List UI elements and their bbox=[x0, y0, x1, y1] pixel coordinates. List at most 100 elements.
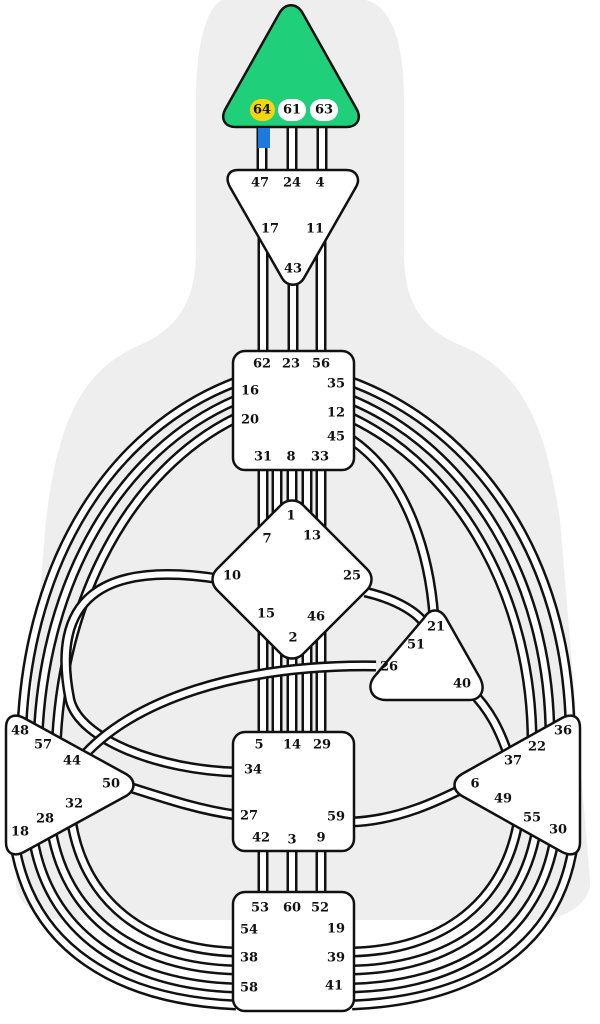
throat-center[interactable] bbox=[231, 349, 356, 472]
gate-22-label: 22 bbox=[528, 740, 546, 755]
gate-30-label: 30 bbox=[549, 823, 567, 838]
gate-60-label: 60 bbox=[283, 901, 301, 916]
channel-19-49-b[interactable] bbox=[351, 809, 523, 955]
root-gates: 53 60 52 54 19 38 39 58 41 bbox=[240, 901, 345, 996]
gate-37-label: 37 bbox=[504, 754, 522, 769]
gate-61-label: 61 bbox=[283, 103, 301, 118]
gate-49-label: 49 bbox=[494, 792, 512, 807]
gate-20-label: 20 bbox=[241, 413, 259, 428]
gate-35-label: 35 bbox=[327, 377, 345, 392]
channel-20-57-inner[interactable] bbox=[53, 415, 238, 753]
gate-33-label: 33 bbox=[311, 450, 329, 465]
channel-45-21[interactable] bbox=[350, 415, 536, 753]
gate-36-label: 36 bbox=[554, 724, 572, 739]
gate-44-label: 44 bbox=[63, 754, 81, 769]
channel-20-57-outer[interactable] bbox=[35, 397, 238, 739]
gate-45-label: 45 bbox=[327, 430, 345, 445]
solar-plexus-gates: 36 22 37 6 49 55 30 bbox=[470, 724, 572, 838]
gate-58-label: 58 bbox=[240, 981, 258, 996]
activation-bar-64 bbox=[258, 128, 270, 148]
gate-27-label: 27 bbox=[240, 809, 258, 824]
gate-39-label: 39 bbox=[327, 951, 345, 966]
head-center[interactable] bbox=[222, 4, 360, 129]
channel-12-22[interactable] bbox=[350, 397, 553, 739]
gate-59-label: 59 bbox=[327, 810, 345, 825]
gate-40-label: 40 bbox=[453, 677, 471, 692]
gate-31-label: 31 bbox=[254, 450, 272, 465]
gate-12-label: 12 bbox=[327, 406, 345, 421]
gate-11-label: 11 bbox=[306, 222, 324, 237]
heart-center[interactable] bbox=[369, 609, 484, 702]
gate-53-label: 53 bbox=[251, 901, 269, 916]
gate-50-label: 50 bbox=[102, 777, 120, 792]
gate-13-label: 13 bbox=[303, 529, 321, 544]
spleen-center[interactable] bbox=[4, 714, 135, 856]
channel-16-48[interactable] bbox=[19, 379, 238, 726]
gate-57-label: 57 bbox=[34, 738, 52, 753]
gate-pill-63[interactable] bbox=[310, 99, 338, 121]
gate-64-label: 64 bbox=[253, 103, 271, 118]
gate-32-label: 32 bbox=[65, 797, 83, 812]
channel-39-55[interactable] bbox=[351, 829, 559, 991]
ajna-center[interactable] bbox=[226, 168, 360, 286]
channel-38-28[interactable] bbox=[29, 829, 237, 991]
g-center[interactable] bbox=[211, 499, 373, 660]
gate-52-label: 52 bbox=[311, 901, 329, 916]
gate-29-label: 29 bbox=[313, 738, 331, 753]
sacral-gates: 5 14 29 34 27 59 42 3 9 bbox=[240, 738, 345, 848]
gate-6-label: 6 bbox=[470, 777, 479, 792]
channel-35-36[interactable] bbox=[350, 379, 573, 726]
gate-9-label: 9 bbox=[316, 831, 325, 846]
gate-3-label: 3 bbox=[287, 833, 296, 848]
gate-63-label: 63 bbox=[315, 103, 333, 118]
centers-layer bbox=[4, 4, 582, 1013]
throat-gates: 62 23 56 16 35 20 12 45 31 8 33 bbox=[241, 357, 345, 465]
gate-54-label: 54 bbox=[240, 923, 258, 938]
channel-50-27[interactable] bbox=[125, 783, 237, 818]
gate-7-label: 7 bbox=[262, 532, 271, 547]
gate-19-label: 19 bbox=[327, 922, 345, 937]
solar-plexus-center[interactable] bbox=[453, 714, 582, 856]
gate-47-label: 47 bbox=[251, 176, 269, 191]
channel-45-21-heart[interactable] bbox=[350, 437, 437, 619]
gate-8-label: 8 bbox=[286, 450, 295, 465]
channel-41-30[interactable] bbox=[351, 839, 577, 1008]
gate-10-label: 10 bbox=[223, 569, 241, 584]
gate-38-label: 38 bbox=[240, 951, 258, 966]
gate-15-label: 15 bbox=[257, 607, 275, 622]
gate-pill-64[interactable] bbox=[250, 99, 275, 121]
channel-26-44[interactable] bbox=[77, 662, 377, 762]
channel-54-32[interactable] bbox=[47, 819, 237, 973]
gate-42-label: 42 bbox=[252, 831, 270, 846]
gate-24-label: 24 bbox=[283, 176, 301, 191]
gate-46-label: 46 bbox=[307, 610, 325, 625]
gate-55-label: 55 bbox=[523, 811, 541, 826]
gate-5-label: 5 bbox=[254, 738, 263, 753]
sacral-center[interactable] bbox=[231, 730, 356, 853]
gate-2-label: 2 bbox=[288, 631, 297, 646]
gate-48-label: 48 bbox=[11, 724, 29, 739]
gate-23-label: 23 bbox=[282, 357, 300, 372]
channel-10-34[interactable] bbox=[62, 571, 237, 775]
gate-16-label: 16 bbox=[241, 384, 259, 399]
gate-62-label: 62 bbox=[253, 357, 271, 372]
channel-58-18[interactable] bbox=[11, 839, 237, 1008]
gate-4-label: 4 bbox=[315, 176, 324, 191]
ajna-gates: 47 24 4 17 11 43 bbox=[251, 176, 325, 277]
g-center-gates: 1 7 13 10 25 15 46 2 bbox=[223, 509, 361, 646]
gate-pill-61[interactable] bbox=[278, 99, 306, 121]
channel-54-32-b[interactable] bbox=[67, 809, 237, 955]
gate-17-label: 17 bbox=[261, 222, 279, 237]
head-gates: 64 61 63 bbox=[250, 99, 338, 121]
gate-1-label: 1 bbox=[286, 509, 295, 524]
gate-25-label: 25 bbox=[343, 569, 361, 584]
gate-21-label: 21 bbox=[427, 620, 445, 635]
gate-43-label: 43 bbox=[284, 262, 302, 277]
gate-56-label: 56 bbox=[312, 357, 330, 372]
root-center[interactable] bbox=[231, 890, 356, 1013]
gate-26-label: 26 bbox=[380, 660, 398, 675]
channel-19-49[interactable] bbox=[351, 819, 541, 973]
gate-41-label: 41 bbox=[325, 979, 343, 994]
gate-14-label: 14 bbox=[283, 738, 301, 753]
